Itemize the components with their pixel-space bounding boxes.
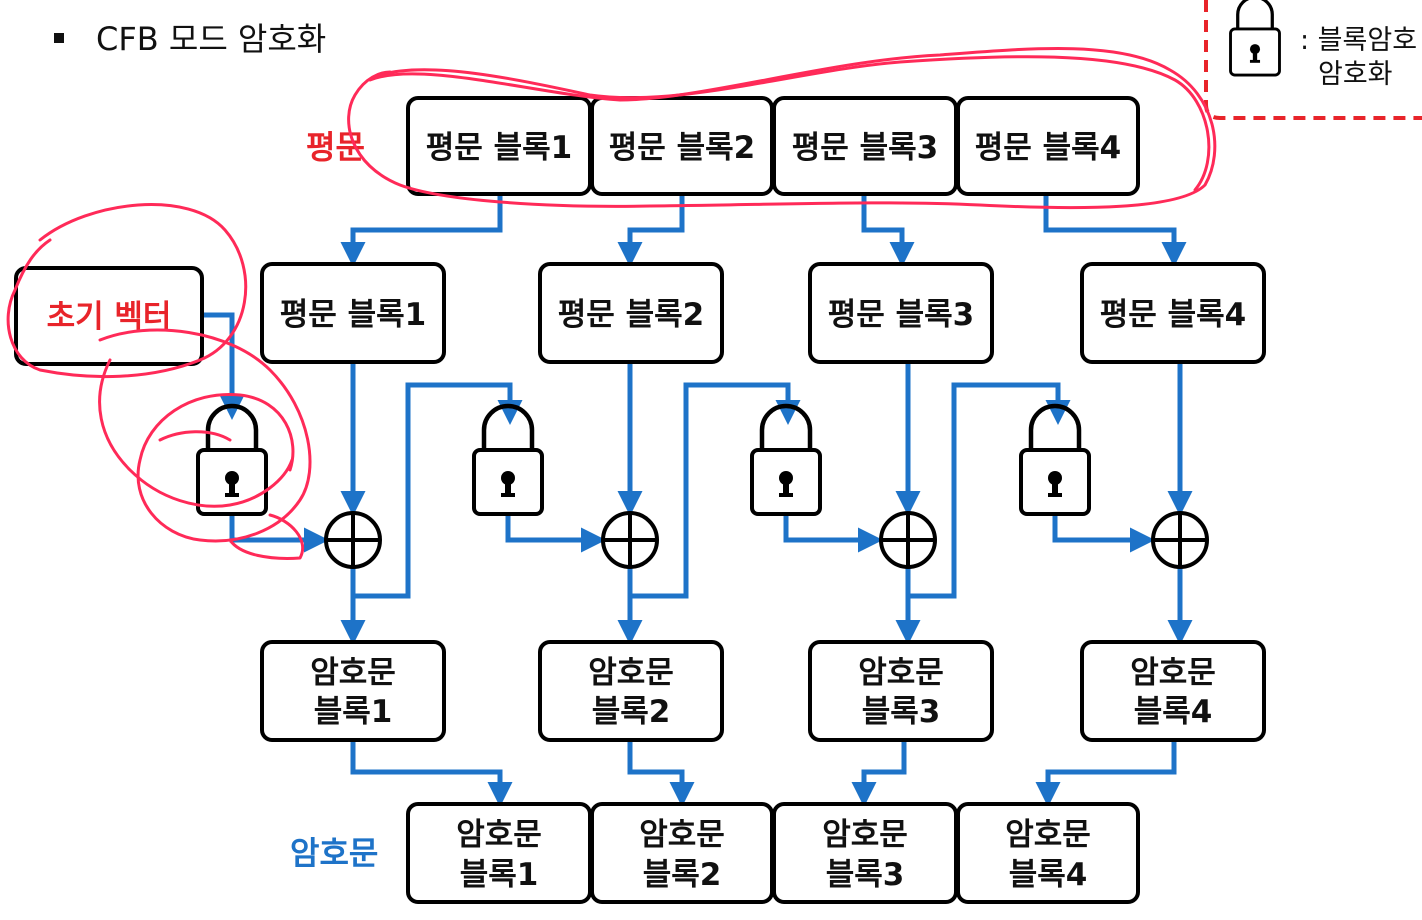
arrow-connectors [204,194,1193,807]
plain-top-block-2: 평문 블록2 [590,96,774,196]
xor-icon [879,511,937,569]
plain-top-block-1: 평문 블록1 [406,96,592,196]
plain-top-block-3: 평문 블록3 [772,96,958,196]
xor-icon [1151,511,1209,569]
lock-icon [752,406,820,514]
svg-text:블록1: 블록1 [460,857,539,893]
legend-lock-icon [1228,0,1282,77]
plain-mid-block-1: 평문 블록1 [260,262,446,364]
svg-text:평문 블록4: 평문 블록4 [975,130,1121,166]
legend: : 블록암호 암호화 [1204,0,1422,120]
svg-text:암호문: 암호문 [588,655,674,691]
xor-icon [324,511,382,569]
plain-mid-block-3: 평문 블록3 [808,262,994,364]
hand-annotation-iv [6,203,312,560]
page-title: CFB 모드 암호화 [96,20,326,58]
svg-text:암호문: 암호문 [639,817,725,853]
iv-box: 초기 벡터 [14,266,204,366]
hand-annotation-plaintext [347,47,1217,210]
lock-icon [474,406,542,514]
svg-text:블록3: 블록3 [826,857,905,893]
svg-text:평문 블록4: 평문 블록4 [1100,297,1246,333]
svg-text:평문 블록3: 평문 블록3 [828,297,974,333]
plain-mid-block-4: 평문 블록4 [1080,262,1266,364]
svg-text:암호문: 암호문 [456,817,542,853]
svg-text:암호문: 암호문 [1130,655,1216,691]
ciphertext-row-label: 암호문 [290,834,378,872]
svg-text:블록2: 블록2 [592,694,671,730]
svg-text:블록3: 블록3 [862,694,941,730]
svg-text:블록4: 블록4 [1009,857,1088,893]
svg-text:평문 블록2: 평문 블록2 [558,297,704,333]
svg-text:평문 블록1: 평문 블록1 [280,297,426,333]
svg-text:평문 블록1: 평문 블록1 [426,130,572,166]
lock-icon [1021,406,1089,514]
svg-text:암호문: 암호문 [310,655,396,691]
plain-mid-block-2: 평문 블록2 [538,262,724,364]
svg-text:블록2: 블록2 [643,857,722,893]
svg-text:암호문: 암호문 [822,817,908,853]
legend-text-line2: 암호화 [1318,59,1393,90]
svg-text:평문 블록2: 평문 블록2 [609,130,755,166]
svg-text:암호문: 암호문 [1005,817,1091,853]
plain-top-block-4: 평문 블록4 [956,96,1140,196]
svg-text:평문 블록3: 평문 블록3 [792,130,938,166]
svg-text:암호문: 암호문 [858,655,944,691]
title-bullet [54,33,64,43]
legend-text-line1: : 블록암호 [1300,25,1417,56]
svg-text:블록4: 블록4 [1134,694,1213,730]
svg-text:블록1: 블록1 [314,694,393,730]
xor-icon [601,511,659,569]
